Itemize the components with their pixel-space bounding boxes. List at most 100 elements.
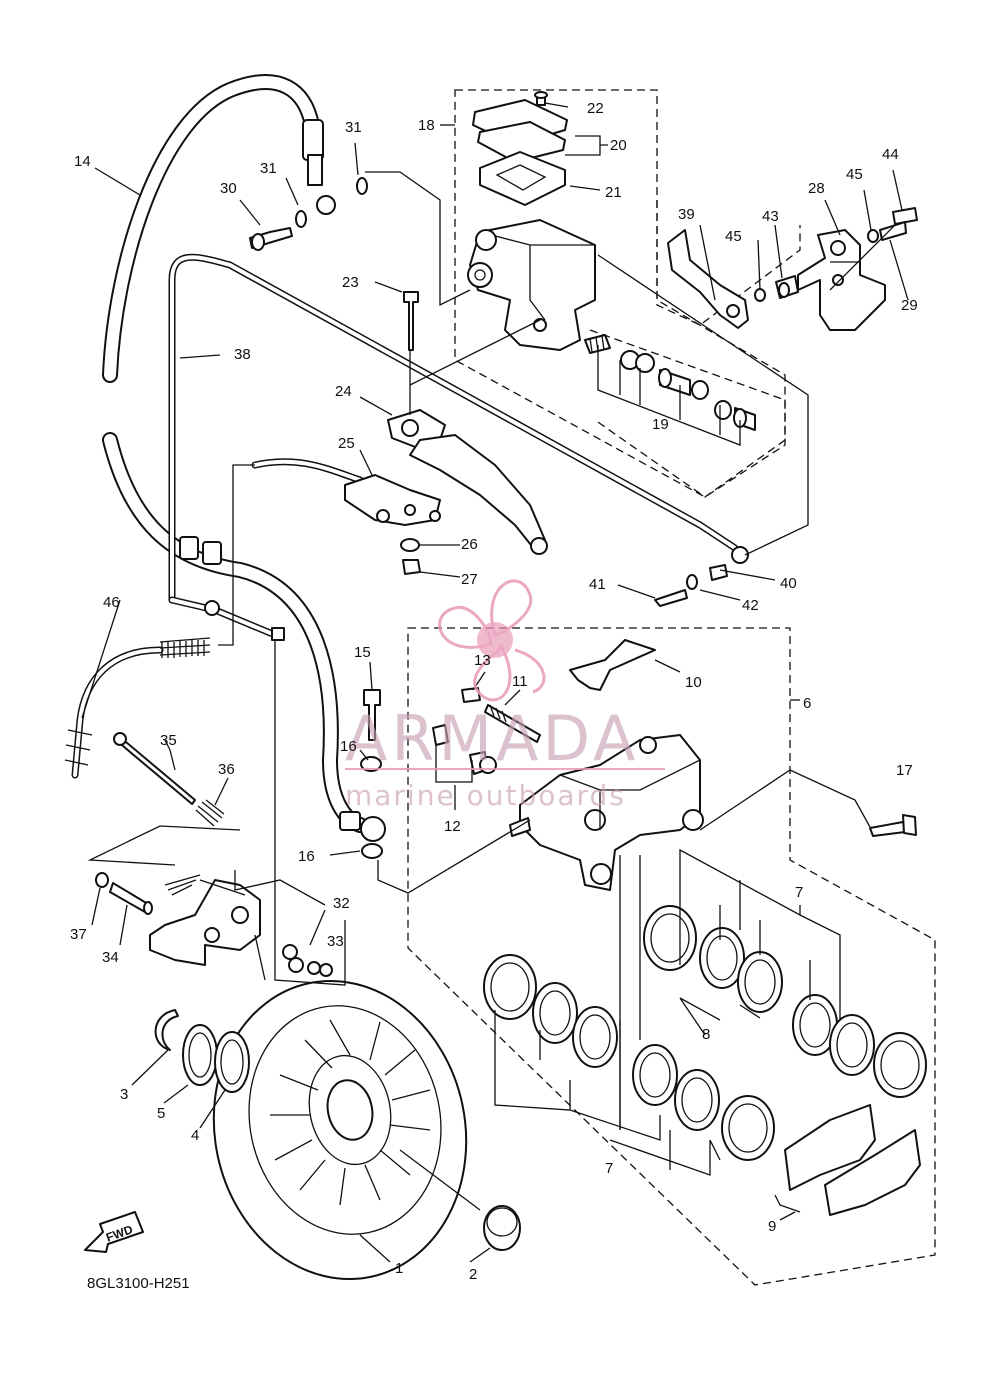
levers: [344, 409, 548, 575]
callout-45a: 45: [725, 228, 742, 245]
callout-15: 15: [354, 644, 371, 661]
callout-9: 9: [768, 1218, 776, 1235]
callout-7b: 7: [605, 1160, 613, 1177]
callout-32: 32: [333, 895, 350, 912]
plug-13: [461, 687, 481, 703]
cable-46-spring: [159, 637, 211, 658]
callout-31a: 31: [345, 119, 362, 136]
pad-spring-10: [569, 639, 656, 691]
footrest-group-box: [656, 200, 801, 326]
piston-lower-1: [483, 954, 537, 1020]
callout-7a: 7: [795, 884, 803, 901]
callout-25: 25: [338, 435, 355, 452]
leader-lines: [81, 102, 909, 1263]
callout-35: 35: [160, 732, 177, 749]
callout-3: 3: [120, 1086, 128, 1103]
callout-4: 4: [191, 1127, 199, 1144]
bolt-29: [879, 221, 907, 241]
washer-42: [686, 574, 698, 590]
seal-upper-4: [829, 1014, 875, 1076]
callout-37: 37: [70, 926, 87, 943]
watermark-brand: ARMADA: [345, 702, 639, 775]
caliper-body-6: [432, 639, 704, 891]
group-boxes: [407, 89, 936, 1286]
brake-lever: [409, 434, 546, 551]
callout-14: 14: [74, 153, 91, 170]
seal-upper-2: [737, 951, 783, 1013]
callout-26: 26: [461, 536, 478, 553]
watermark: ARMADA marine outboards: [345, 579, 665, 812]
callout-27: 27: [461, 571, 478, 588]
bolt-23: [403, 291, 419, 351]
nut-26: [400, 538, 420, 552]
callout-29: 29: [901, 297, 918, 314]
callout-2: 2: [469, 1266, 477, 1283]
callout-16a: 16: [340, 738, 357, 755]
callout-31b: 31: [260, 160, 277, 177]
callout-30: 30: [220, 180, 237, 197]
propeller-logo: [438, 579, 546, 702]
spring-36: [195, 799, 225, 827]
callout-13: 13: [474, 652, 491, 669]
seal-lower-4: [674, 1069, 720, 1131]
collar-2: [483, 1205, 521, 1251]
callout-8a: 8: [702, 1026, 710, 1043]
callout-45b: 45: [846, 166, 863, 183]
watermark-tagline: marine outboards: [345, 779, 626, 812]
seal-lower-2: [572, 1006, 618, 1068]
piston-upper-1: [643, 905, 697, 971]
master-cylinder-assembly: [467, 91, 756, 446]
pedal-39: [667, 229, 749, 329]
caliper-group-box: [407, 627, 936, 1286]
callout-19: 19: [652, 416, 669, 433]
bolt-27: [402, 559, 421, 575]
callout-5: 5: [157, 1105, 165, 1122]
cable-46: [71, 646, 164, 779]
seal-upper-1: [699, 927, 745, 989]
callout-46: 46: [103, 594, 120, 611]
callout-12: 12: [444, 818, 461, 835]
washer-37: [95, 872, 109, 888]
disc-vanes: [270, 1019, 431, 1206]
bolt-35: [116, 736, 196, 805]
seal-lower-1: [532, 982, 578, 1044]
washer-45a: [754, 288, 766, 302]
callout-44: 44: [882, 146, 899, 163]
bracket-32: [149, 879, 261, 966]
callout-23: 23: [342, 274, 359, 291]
callout-33: 33: [327, 933, 344, 950]
callout-38: 38: [234, 346, 251, 363]
callout-18: 18: [418, 117, 435, 134]
callout-39: 39: [678, 206, 695, 223]
pin-34: [109, 882, 149, 913]
callout-41: 41: [589, 576, 606, 593]
bolt-15: [363, 689, 381, 741]
washer-16b: [361, 843, 383, 859]
callout-20: 20: [610, 137, 627, 154]
brake-pedal-parts: [667, 207, 918, 331]
callout-42: 42: [742, 597, 759, 614]
brake-pads-9: [784, 1104, 921, 1216]
cap-plate: [477, 121, 566, 163]
callout-40: 40: [780, 575, 797, 592]
bolt-41: [654, 589, 688, 607]
callout-21: 21: [605, 184, 622, 201]
seal-upper-3: [792, 994, 838, 1056]
callout-34: 34: [102, 949, 119, 966]
callout-22: 22: [587, 100, 604, 117]
callout-24: 24: [335, 383, 352, 400]
callout-16b: 16: [298, 848, 315, 865]
circlip-seals: [154, 1009, 521, 1251]
clutch-holder-25: [344, 474, 441, 526]
callout-43: 43: [762, 208, 779, 225]
washer-31b: [356, 177, 368, 195]
callout-6: 6: [803, 695, 811, 712]
callout-17: 17: [896, 762, 913, 779]
washer-31a: [295, 210, 307, 228]
diaphragm-21: [479, 151, 566, 206]
master-cylinder-group-box: [454, 89, 786, 498]
callout-36: 36: [218, 761, 235, 778]
fasteners: [95, 177, 917, 915]
brake-hoses: [102, 74, 386, 842]
